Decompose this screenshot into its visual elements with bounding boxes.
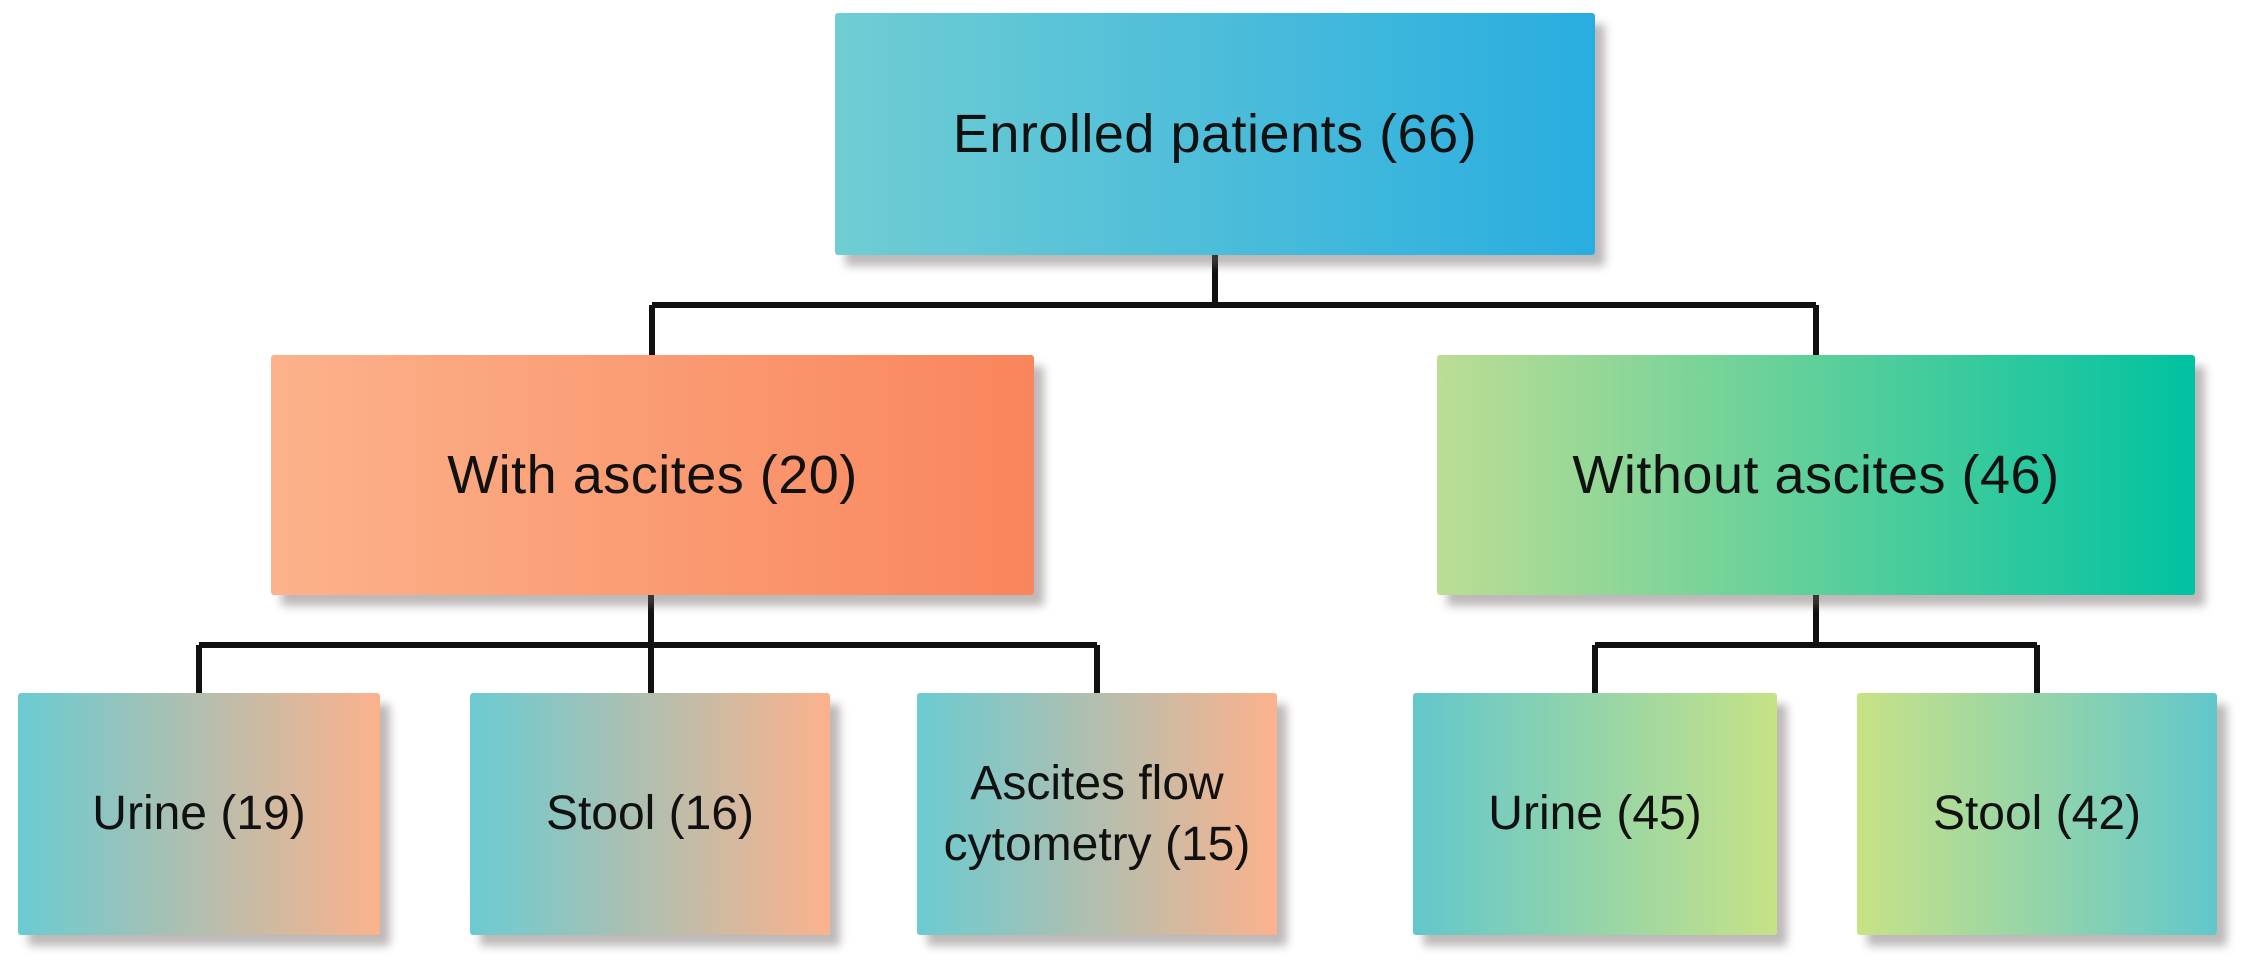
node-urine-without-ascites-label: Urine (45) bbox=[1488, 787, 1702, 841]
node-urine-without-ascites: Urine (45) bbox=[1413, 693, 1777, 935]
node-urine-with-ascites: Urine (19) bbox=[18, 693, 380, 935]
node-without-ascites: Without ascites (46) bbox=[1437, 355, 2195, 595]
connector-with-ascites-children bbox=[196, 592, 1100, 696]
node-ascites-flow-cytometry-label: Ascites flow cytometry (15) bbox=[943, 756, 1251, 871]
node-enrolled-patients: Enrolled patients (66) bbox=[835, 13, 1595, 255]
node-with-ascites: With ascites (20) bbox=[271, 355, 1034, 595]
node-stool-with-ascites: Stool (16) bbox=[470, 693, 830, 935]
connector-root-branches bbox=[649, 252, 1819, 358]
node-ascites-flow-cytometry: Ascites flow cytometry (15) bbox=[917, 693, 1277, 935]
connector-without-ascites-children bbox=[1592, 592, 2040, 696]
node-with-ascites-label: With ascites (20) bbox=[447, 445, 858, 505]
node-without-ascites-label: Without ascites (46) bbox=[1572, 445, 2060, 505]
node-stool-without-ascites-label: Stool (42) bbox=[1932, 787, 2142, 841]
node-urine-with-ascites-label: Urine (19) bbox=[92, 787, 306, 841]
node-stool-with-ascites-label: Stool (16) bbox=[545, 787, 755, 841]
node-stool-without-ascites: Stool (42) bbox=[1857, 693, 2217, 935]
node-enrolled-patients-label: Enrolled patients (66) bbox=[952, 104, 1478, 164]
